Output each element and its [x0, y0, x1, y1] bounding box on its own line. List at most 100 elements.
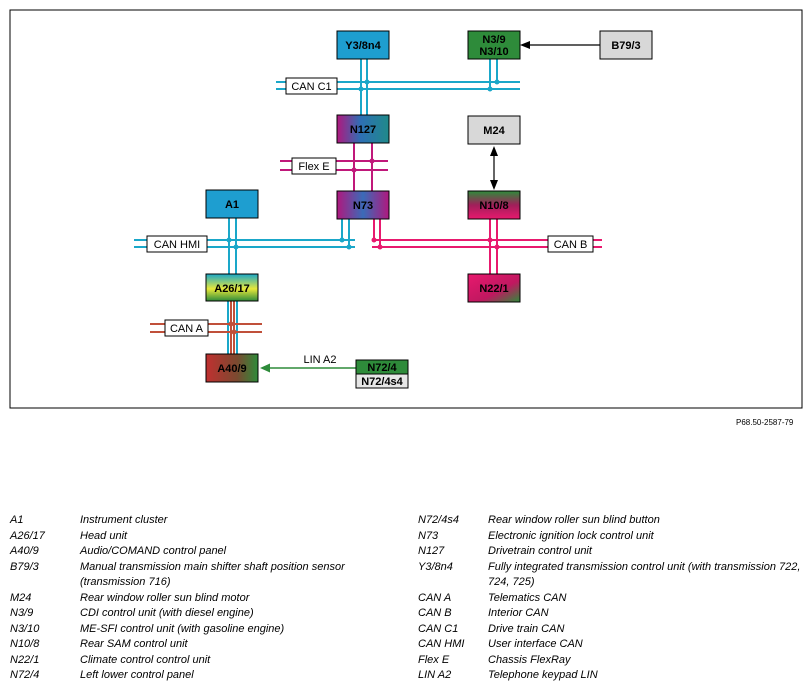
legend-code: N127 — [418, 545, 445, 557]
legend-row: CAN A Telematics CAN — [418, 591, 808, 607]
can-c1-junctions — [358, 79, 500, 92]
legend-description: Left lower control panel — [80, 669, 194, 681]
bus-label-can-b: CAN B — [547, 235, 594, 253]
bus-label-can-b-text: CAN B — [554, 239, 588, 251]
legend-code: N10/8 — [10, 638, 40, 650]
node-n724: N72/4 — [355, 359, 409, 375]
node-a2617: A26/17 — [205, 273, 259, 302]
legend-code: CAN A — [418, 591, 452, 604]
legend-code: A26/17 — [10, 529, 45, 542]
legend-description: ME-SFI control unit (with gasoline engin… — [80, 622, 285, 635]
legend-code: A1 — [10, 514, 24, 526]
legend-row: N3/10 ME-SFI control unit (with gasoline … — [10, 622, 400, 638]
legend-description: CDI control unit (with diesel engine) — [80, 607, 254, 619]
node-n39-label: N3/9 — [482, 34, 505, 46]
legend-code: CAN HMI — [418, 638, 465, 650]
legend-code: N72/4s4 — [418, 514, 459, 526]
legend-description: Rear SAM control unit — [80, 638, 188, 650]
node-n724-label: N72/4 — [367, 362, 397, 374]
node-n73-label: N73 — [353, 200, 373, 212]
legend-row: N127 Drivetrain control unit — [418, 544, 808, 560]
figure-reference: P68.50-2587-79 — [736, 418, 794, 427]
legend-row: N72/4s4 Rear window roller sun blind butt… — [418, 513, 808, 529]
legend-row: Flex E Chassis FlexRay — [418, 653, 808, 669]
legend-row: N72/4 Left lower control panel — [10, 668, 400, 684]
legend-description: Interior CAN — [488, 607, 549, 619]
node-n221: N22/1 — [467, 273, 521, 303]
node-y38n4-label: Y3/8n4 — [345, 40, 381, 52]
legend-right-column: N72/4s4 Rear window roller sun blind butt… — [418, 513, 808, 684]
bus-label-flex-e: Flex E — [291, 157, 337, 175]
legend-row: N73 Electronic ignition lock control unit — [418, 529, 808, 545]
legend-description: Audio/COMAND control panel — [80, 545, 227, 557]
node-n221-label: N22/1 — [479, 283, 508, 295]
legend-description: Fully integrated transmission control un… — [488, 560, 801, 589]
can-a-junctions — [228, 321, 237, 335]
legend-description: Rear window roller sun blind motor — [80, 591, 250, 604]
node-n39-n310: N3/9 N3/10 — [467, 30, 521, 60]
legend-row: A26/17 Head unit — [10, 529, 400, 545]
lin-a2-arrowhead — [260, 363, 270, 373]
can-b-junctions — [371, 237, 500, 250]
legend-description: Instrument cluster — [80, 514, 168, 526]
node-n127-label: N127 — [350, 124, 376, 136]
node-m24-label: M24 — [483, 125, 505, 137]
node-a1-label: A1 — [225, 199, 239, 211]
node-n108-label: N10/8 — [479, 200, 508, 212]
diagram-frame — [9, 9, 803, 409]
bus-label-lin-a2: LIN A2 — [303, 354, 336, 366]
legend-description: Chassis FlexRay — [488, 653, 571, 666]
node-n127: N127 — [336, 114, 390, 144]
node-n108: N10/8 — [467, 190, 521, 220]
node-n310-label: N3/10 — [479, 46, 508, 58]
legend-description: Rear window roller sun blind button — [488, 514, 660, 526]
legend-row: N10/8 Rear SAM control unit — [10, 637, 400, 653]
legend-code: Flex E — [418, 653, 450, 666]
legend-description: Telephone keypad LIN — [488, 669, 598, 681]
bus-label-flex-e-text: Flex E — [298, 161, 329, 173]
bus-label-can-a-text: CAN A — [170, 323, 204, 335]
legend-row: N3/9 CDI control unit (with diesel engine… — [10, 606, 400, 622]
legend-description: Climate control control unit — [80, 653, 211, 666]
node-y38n4: Y3/8n4 — [336, 30, 390, 60]
legend-row: CAN C1 Drive train CAN — [418, 622, 808, 638]
legend-description: Drive train CAN — [488, 622, 565, 635]
bus-label-can-a: CAN A — [164, 319, 209, 337]
bus-label-can-hmi-text: CAN HMI — [154, 239, 200, 251]
legend-code: Y3/8n4 — [418, 560, 453, 573]
legend-row: CAN B Interior CAN — [418, 606, 808, 622]
legend-code: CAN B — [418, 607, 452, 619]
legend-description: Electronic ignition lock control unit — [488, 529, 654, 542]
b793-link-arrowhead — [520, 41, 530, 49]
bus-label-can-hmi: CAN HMI — [146, 235, 208, 253]
node-n724s4-label: N72/4s4 — [361, 376, 403, 388]
legend-row: A40/9 Audio/COMAND control panel — [10, 544, 400, 560]
legend-description: Head unit — [80, 529, 128, 542]
legend-description: Telematics CAN — [488, 591, 567, 604]
legend-row: CAN HMI User interface CAN — [418, 637, 808, 653]
bus-label-can-c1-text: CAN C1 — [291, 81, 331, 93]
legend-description: Drivetrain control unit — [488, 545, 592, 557]
flex-e-junctions — [351, 158, 375, 173]
legend-code: N3/9 — [10, 607, 34, 619]
m24-link-arrow-up — [490, 146, 498, 156]
legend-code: CAN C1 — [418, 622, 459, 635]
legend-code: N3/10 — [10, 622, 40, 635]
node-n73: N73 — [336, 190, 390, 220]
can-hmi-junctions — [226, 237, 352, 250]
node-a2617-label: A26/17 — [214, 283, 249, 295]
legend-code: N73 — [418, 529, 439, 542]
node-n724s4: N72/4s4 — [355, 373, 409, 389]
node-m24: M24 — [467, 115, 521, 145]
legend-description: User interface CAN — [488, 638, 583, 650]
legend-code: A40/9 — [10, 545, 39, 557]
node-a409-label: A40/9 — [217, 363, 246, 375]
legend-row: Y3/8n4 Fully integrated transmission cont… — [418, 560, 808, 591]
legend-code: N72/4 — [10, 669, 40, 681]
node-b793-label: B79/3 — [611, 40, 640, 52]
